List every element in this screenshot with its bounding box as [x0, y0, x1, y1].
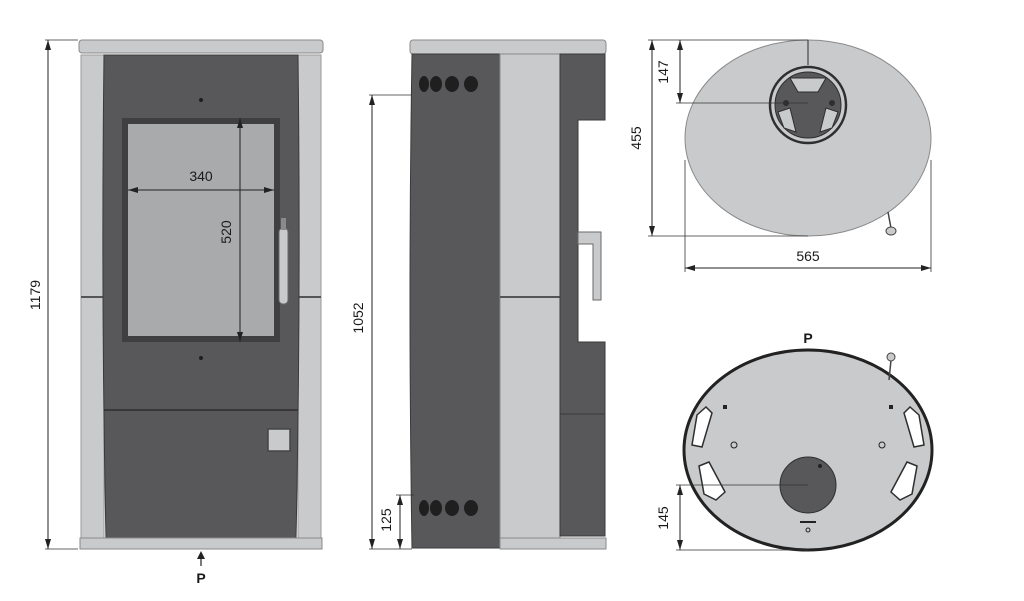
- side-view: 1052 125: [350, 39, 607, 550]
- arrow-head: [685, 265, 695, 271]
- flue-bracket-left: [777, 107, 797, 133]
- arrow-head: [677, 93, 683, 103]
- glass-panel: [128, 124, 274, 336]
- vent-hole: [445, 76, 459, 92]
- arrow-head: [649, 40, 655, 50]
- arrow-head: [369, 539, 375, 549]
- side-handle: [577, 231, 602, 301]
- vent-hole: [419, 76, 429, 92]
- arrow-head: [237, 118, 243, 128]
- dim-label-565: 565: [796, 248, 820, 264]
- upper-right-slot: [903, 405, 925, 448]
- screw-top: [199, 98, 203, 102]
- side-body-dark: [409, 53, 501, 549]
- door-handle: [278, 227, 289, 305]
- screw-bottom: [199, 356, 203, 360]
- mount-hole: [730, 441, 738, 449]
- front-view: 1179 340 520 P: [27, 39, 324, 586]
- vent-hole: [419, 500, 429, 516]
- arrow-head: [397, 495, 403, 505]
- center-point: [805, 527, 811, 533]
- p-arrow-head: [197, 551, 205, 559]
- arrow-head: [677, 540, 683, 550]
- bottom-p-label: P: [803, 330, 812, 346]
- bottom-handle-stem: [888, 359, 892, 381]
- dim-label-145: 145: [655, 506, 671, 530]
- dim-label-455: 455: [628, 126, 644, 150]
- mount-point: [723, 405, 727, 409]
- mount-hole: [878, 441, 886, 449]
- arrow-head: [264, 187, 274, 193]
- side-top-plate: [409, 39, 607, 55]
- dim-label-340: 340: [189, 168, 213, 184]
- side-base: [499, 537, 607, 550]
- flue-bracket-right: [819, 107, 839, 133]
- arrow-head: [397, 539, 403, 549]
- side-cladding: [499, 53, 561, 549]
- vent-hole: [430, 76, 442, 92]
- dim-label-1179: 1179: [27, 280, 43, 310]
- arrow-head: [128, 187, 138, 193]
- top-view: 147 455 565: [628, 39, 932, 272]
- flue-screw: [829, 100, 835, 106]
- vent-hole: [430, 500, 442, 516]
- bottom-plate: [682, 348, 934, 552]
- flue-bracket-top: [789, 77, 827, 93]
- lower-right-slot: [890, 461, 918, 501]
- handle-knob: [885, 226, 897, 236]
- upper-left-slot: [691, 405, 713, 448]
- top-vents: [419, 76, 478, 92]
- inlet-screw: [818, 464, 822, 468]
- handle-stem: [887, 211, 892, 229]
- arrow-head: [237, 332, 243, 342]
- arrow-head: [45, 539, 51, 549]
- dim-label-147: 147: [655, 60, 671, 84]
- base-plate: [79, 537, 323, 550]
- top-plate: [78, 39, 324, 54]
- dim-label-1052: 1052: [350, 302, 366, 333]
- dim-label-520: 520: [218, 220, 234, 244]
- front-p-label: P: [196, 570, 205, 586]
- arrow-head: [649, 226, 655, 236]
- dim-label-125: 125: [378, 508, 394, 532]
- bottom-handle-knob: [886, 352, 896, 362]
- air-control-knob: [267, 428, 291, 452]
- lower-left-slot: [698, 461, 726, 501]
- arrow-head: [45, 40, 51, 50]
- vent-hole: [445, 500, 459, 516]
- vent-hole: [464, 500, 478, 516]
- handle-clip: [281, 218, 286, 230]
- mount-point: [889, 405, 893, 409]
- arrow-head: [369, 95, 375, 105]
- bottom-vents: [419, 500, 478, 516]
- arrow-head: [921, 265, 931, 271]
- bottom-view: P 145: [655, 330, 934, 552]
- rear-lower-panel: [559, 413, 606, 537]
- arrow-head: [677, 485, 683, 495]
- vent-hole: [464, 76, 478, 92]
- arrow-head: [677, 40, 683, 50]
